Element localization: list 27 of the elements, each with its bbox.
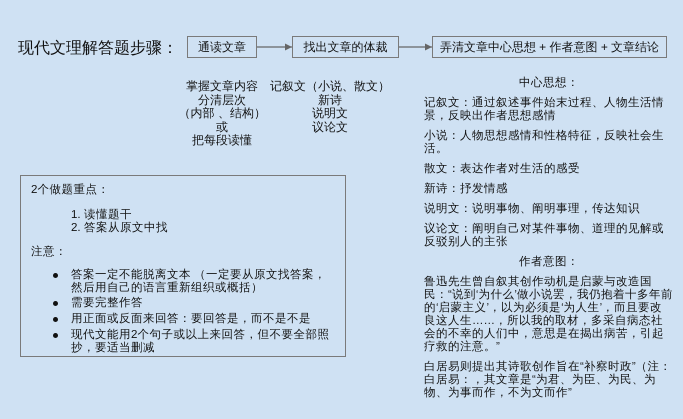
diagram-title: 现代文理解答题步骤：: [18, 38, 178, 59]
section-heading: 2个做题重点：: [31, 184, 110, 197]
list-item: 现代文能用2个句子或以上来回答，但不要全部照抄，要适当删减: [71, 329, 330, 355]
arrow: [257, 44, 292, 50]
list-item: 答案一定不能脱离文本 （一定要从原文找答案，然后用自己的语言重新组织或概括）: [71, 269, 328, 295]
note-text: 小说：人物思想感情和性格特征，反映社会生活。: [424, 130, 665, 156]
section-heading: 中心思想：: [518, 77, 580, 90]
note-text: 散文：表达作者对生活的感受: [424, 163, 581, 176]
arrow: [399, 44, 432, 50]
section-heading: 注意：: [31, 246, 68, 259]
process-box: 通读文章: [187, 36, 257, 58]
note-text: 鲁迅先生曾自叙其创作动机是启蒙与改造国民：“说到‘为什么’做小说罢，我仍抱着十多年前的‘启蒙主义’，以为必须是‘为人生’，而且要改良这人生……，所以我的取材，多采自病态社会的不幸的人们中，意思是在揭出病苦，引起疗救的注意。”: [424, 276, 674, 354]
list-item: 2. 答案从原文中找: [71, 222, 169, 235]
note-text: 议论文：阐明自己对某件事物、道理的见解或反驳别人的主张: [424, 223, 665, 249]
note-text: 新诗：抒发情感: [424, 183, 509, 196]
process-box: 找出文章的体裁: [292, 36, 399, 58]
note-text: 记叙文（小说、散文） 新诗 说明文 议论文: [270, 80, 390, 134]
list-item: 用正面或反面来回答：要回答是，而不是不是: [71, 313, 312, 326]
note-text: 掌握文章内容 分清层次 （内部 、结构） 或 把每段读懂: [178, 80, 266, 148]
section-heading: 作者意图：: [518, 256, 580, 269]
list-item: 需要完整作答: [71, 297, 144, 310]
note-text: 白居易则提出其诗歌创作旨在“补察时政”（注：白居易：，其文章是“为君、为臣、为民、为物、为事而作，不为文而作”: [424, 361, 673, 400]
process-box: 弄清文章中心思想 + 作者意图 + 文章结论: [432, 36, 667, 58]
note-text: 记叙文：通过叙述事件始末过程、人物生活情景，反映出作者思想感情: [424, 97, 665, 123]
note-text: 说明文：说明事物、阐明事理，传达知识: [424, 203, 641, 216]
notes-panel: [20, 175, 346, 357]
list-item: 1. 读懂题干: [71, 209, 133, 221]
